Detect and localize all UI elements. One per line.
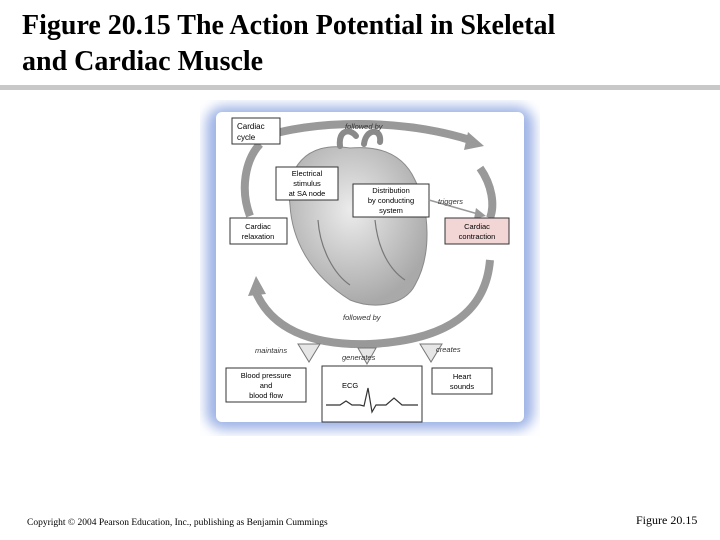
blood-pressure-line3: blood flow [249,391,283,400]
heart-vessels [336,128,384,149]
triggers-label: triggers [438,197,463,206]
electrical-stimulus-line3: at SA node [289,189,326,198]
maintains-label: maintains [255,346,287,355]
cardiac-contraction-line2: contraction [459,232,496,241]
followed-by-bottom-label: followed by [343,313,382,322]
cardiac-relaxation-line1: Cardiac [245,222,271,231]
triggers-arrowhead [474,208,486,219]
heart-sounds-line2: sounds [450,382,474,391]
ecg-box [321,365,423,423]
creates-arrow [419,343,443,363]
cardiac-cycle-label-line2: cycle [237,133,256,142]
cardiac-relaxation-box [229,217,288,245]
conduction-pathway [317,219,406,286]
distribution-box [352,183,430,218]
cycle-arrow-right [476,165,497,220]
ecg-label: ECG [342,381,358,390]
cardiac-relaxation-line2: relaxation [242,232,275,241]
cardiac-cycle-label-line1: Cardiac [237,122,265,131]
electrical-stimulus-box [275,166,339,201]
cardiac-cycle-diagram: Cardiac cycle followed by Electrical sti… [200,100,540,436]
triggers-arrow [428,199,479,215]
generates-label: generates [342,353,376,362]
distribution-line3: system [379,206,403,215]
distribution-line2: by conducting [368,196,414,205]
title-divider [0,85,720,90]
heart-sounds-box [431,367,493,395]
heart-sounds-line1: Heart [453,372,472,381]
cycle-arrow-left [240,141,264,218]
figure-number: Figure 20.15 [636,513,698,527]
cycle-arrowhead-bottom [248,276,266,296]
cycle-arrowhead-top [464,132,484,150]
blood-pressure-box [225,367,307,403]
electrical-stimulus-line1: Electrical [292,169,323,178]
electrical-stimulus-line2: stimulus [293,179,321,188]
slide-title: Figure 20.15 The Action Potential in Ske… [22,10,556,77]
distribution-line1: Distribution [372,186,410,195]
creates-label: creates [436,345,461,354]
blood-pressure-line2: and [260,381,273,390]
maintains-arrow [297,343,321,363]
blood-pressure-line1: Blood pressure [241,371,291,380]
diagram-svg: Cardiac cycle followed by Electrical sti… [206,106,534,430]
cardiac-contraction-box [444,217,510,245]
ecg-trace [326,387,418,414]
cycle-arrow-bottom [251,259,494,349]
cardiac-contraction-line1: Cardiac [464,222,490,231]
cardiac-cycle-box [231,117,281,145]
followed-by-top-label: followed by [345,122,384,131]
copyright-notice: Copyright © 2004 Pearson Education, Inc.… [27,518,328,528]
generates-arrow [357,347,377,366]
